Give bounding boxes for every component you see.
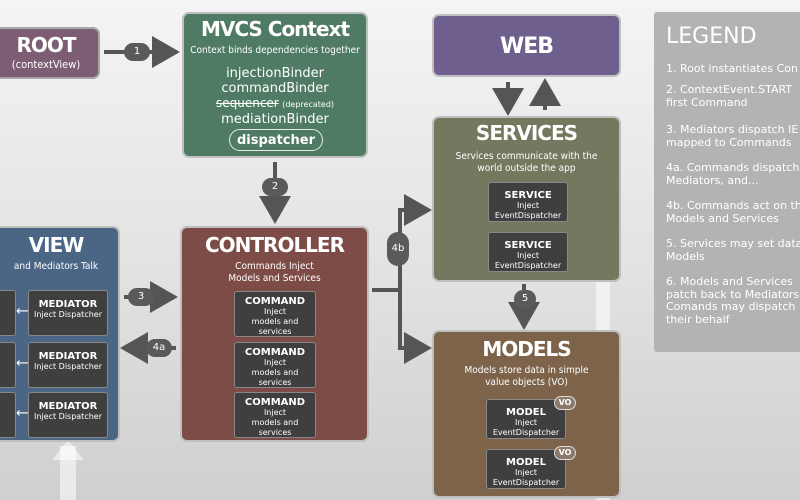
legend-item-2: 2. ContextEvent.START first Command: [666, 83, 793, 109]
command-desc: Inject models and services: [251, 358, 299, 387]
services-subtitle: Services communicate with the world outs…: [455, 151, 598, 174]
mediator-card: MEDIATOR Inject Dispatcher: [28, 392, 108, 438]
mediator-card: MEDIATOR Inject Dispatcher: [28, 342, 108, 388]
command-binder-label: commandBinder: [221, 81, 329, 96]
step-badge-5: 5: [514, 290, 536, 308]
command-name: COMMAND: [244, 347, 306, 358]
root-title: ROOT: [16, 33, 76, 57]
model-name: MODEL: [506, 407, 546, 418]
step-badge-1: 1: [124, 43, 150, 61]
view-subtitle: and Mediators Talk: [13, 261, 99, 272]
deprecated-label: (deprecated): [282, 100, 335, 109]
command-card: COMMAND Inject models and services: [234, 342, 316, 388]
view-cell: [0, 392, 16, 438]
services-title: SERVICES: [475, 121, 578, 145]
root-box: ROOT (contextView): [0, 27, 100, 79]
view-box: VIEW and Mediators Talk ⟷ ⟷ ⟷ MEDIATOR I…: [0, 226, 120, 442]
step-badge-4b: 4b: [387, 232, 409, 266]
model-desc: Inject EventDispatcher: [492, 418, 560, 437]
models-subtitle: Models store data in simple value object…: [464, 365, 589, 388]
mediator-desc: Inject Dispatcher: [34, 310, 102, 319]
model-card: MODEL Inject EventDispatcher: [486, 399, 566, 439]
mediator-name: MEDIATOR: [38, 299, 98, 310]
legend-item-4b: 4b. Commands act on th Models and Servic…: [666, 199, 800, 225]
mediator-name: MEDIATOR: [38, 351, 98, 362]
models-box: MODELS Models store data in simple value…: [432, 330, 621, 498]
mediator-desc: Inject Dispatcher: [34, 412, 102, 421]
vo-badge: VO: [554, 396, 576, 410]
mediator-card: MEDIATOR Inject Dispatcher: [28, 290, 108, 336]
web-title: WEB: [499, 34, 554, 59]
legend-item-1: 1. Root instantiates Con: [666, 62, 798, 75]
view-title: VIEW: [28, 233, 85, 257]
command-name: COMMAND: [244, 397, 306, 408]
command-desc: Inject models and services: [251, 408, 299, 437]
model-name: MODEL: [506, 457, 546, 468]
model-desc: Inject EventDispatcher: [492, 468, 560, 487]
legend-item-5: 5. Services may set data Models: [666, 237, 800, 263]
services-box: SERVICES Services communicate with the w…: [432, 116, 621, 282]
mediator-name: MEDIATOR: [38, 401, 98, 412]
step-badge-3: 3: [128, 288, 154, 306]
vo-badge: VO: [554, 446, 576, 460]
legend-item-6: 6. Models and Services patch back to Med…: [666, 275, 800, 326]
service-desc: Inject EventDispatcher: [494, 201, 562, 220]
mediator-desc: Inject Dispatcher: [34, 362, 102, 371]
web-box: WEB: [432, 14, 621, 77]
injection-binder-label: injectionBinder: [226, 66, 324, 81]
models-title: MODELS: [482, 337, 571, 361]
command-card: COMMAND Inject models and services: [234, 291, 316, 337]
model-card: MODEL Inject EventDispatcher: [486, 449, 566, 489]
dispatcher-pill: dispatcher: [229, 129, 323, 151]
mvcs-title: MVCS Context: [200, 17, 350, 41]
service-card: SERVICE Inject EventDispatcher: [488, 232, 568, 272]
controller-box: CONTROLLER Commands Inject Models and Se…: [180, 226, 369, 442]
service-card: SERVICE Inject EventDispatcher: [488, 182, 568, 222]
mvcs-subtitle: Context binds dependencies together: [190, 45, 360, 56]
service-name: SERVICE: [504, 240, 552, 251]
command-desc: Inject models and services: [251, 307, 299, 336]
step-badge-2: 2: [262, 178, 288, 196]
view-cell: [0, 290, 16, 336]
service-name: SERVICE: [504, 190, 552, 201]
command-card: COMMAND Inject models and services: [234, 392, 316, 438]
legend-item-3: 3. Mediators dispatch IE mapped to Comma…: [666, 123, 799, 149]
mvcs-context-box: MVCS Context Context binds dependencies …: [182, 12, 368, 158]
service-desc: Inject EventDispatcher: [494, 251, 562, 270]
view-cell: [0, 342, 16, 388]
step-badge-4a: 4a: [146, 339, 172, 357]
legend-item-4a: 4a. Commands dispatch Mediators, and...: [666, 161, 800, 187]
controller-subtitle: Commands Inject Models and Services: [228, 261, 321, 284]
command-name: COMMAND: [244, 296, 306, 307]
controller-title: CONTROLLER: [204, 233, 345, 257]
legend-panel: LEGEND 1. Root instantiates Con 2. Conte…: [654, 12, 800, 352]
sequencer-row: sequencer (deprecated): [184, 96, 366, 112]
root-subtitle: (contextView): [11, 58, 81, 71]
sequencer-label: sequencer: [215, 96, 279, 110]
legend-title: LEGEND: [666, 24, 757, 49]
mediation-binder-label: mediationBinder: [221, 112, 329, 127]
